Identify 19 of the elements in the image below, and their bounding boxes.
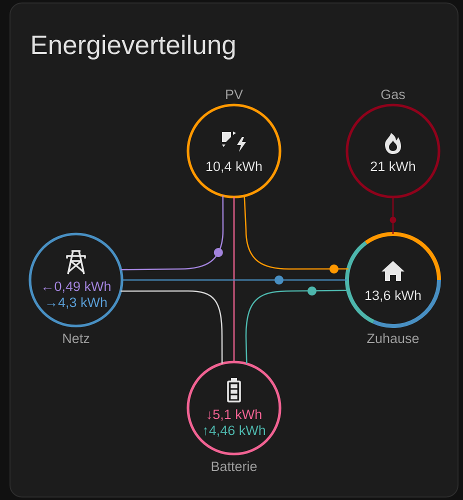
circle-label: Zuhause (367, 333, 419, 344)
circle-label: PV (226, 90, 243, 99)
value-text: 13,6 kWh (366, 290, 421, 302)
value-text: ←0,49 kWh (44, 281, 110, 293)
value-text: 10,4 kWh (206, 161, 262, 173)
value-text: ↑4,46 kWh (204, 425, 265, 437)
value-text: ↓5,1 kWh (208, 409, 262, 421)
card-title: Energieverteilung (32, 34, 235, 60)
flow-line (244, 196, 348, 270)
value-text: 21 kWh (370, 161, 415, 171)
circle-label: Gas (381, 90, 405, 100)
flow-line (122, 279, 347, 281)
circle-label: Batterie (212, 461, 257, 472)
flow-line (120, 196, 224, 270)
flow-line (233, 197, 235, 362)
value-text: →4,3 kWh (47, 297, 107, 309)
circle-label: Netz (63, 334, 90, 344)
flow-line (120, 290, 223, 364)
flow-line (245, 290, 348, 364)
